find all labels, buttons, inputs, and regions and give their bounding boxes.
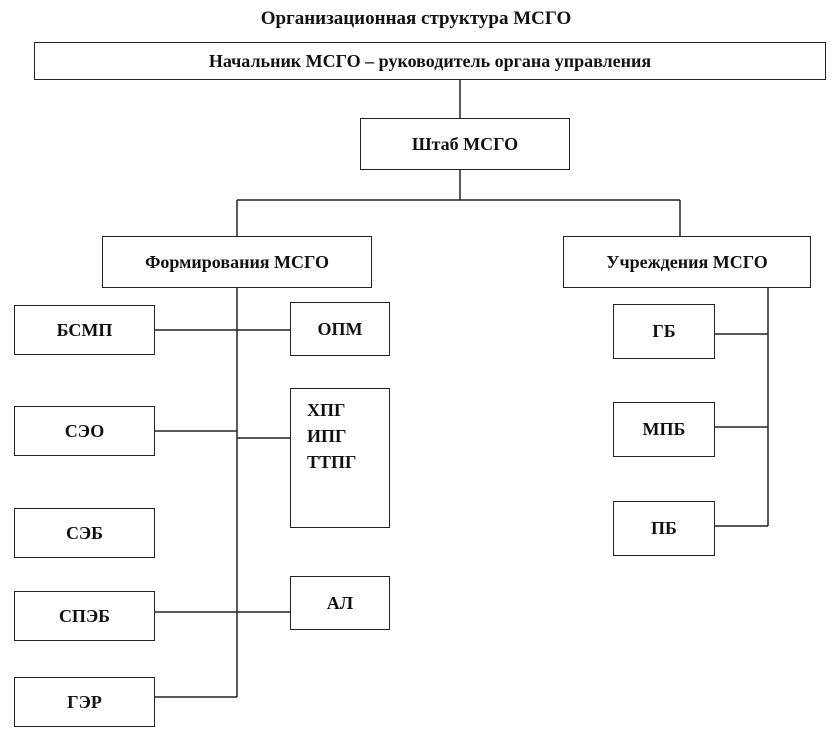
node-group-line-1: ХПГ (307, 400, 346, 420)
node-group-line-3: ТТПГ (307, 452, 357, 472)
node-institutions: Учреждения МСГО (563, 236, 811, 288)
node-gb: ГБ (613, 304, 715, 359)
node-opm: ОПМ (290, 302, 390, 356)
node-seo: СЭО (14, 406, 155, 456)
node-bsmp: БСМП (14, 305, 155, 355)
node-head: Начальник МСГО – руководитель органа упр… (34, 42, 826, 80)
node-group: ХПГ ИПГ ТТПГ (290, 388, 390, 528)
node-ger: ГЭР (14, 677, 155, 727)
node-seb: СЭБ (14, 508, 155, 558)
node-staff: Штаб МСГО (360, 118, 570, 170)
node-group-line-2: ИПГ (307, 426, 347, 446)
node-pb: ПБ (613, 501, 715, 556)
node-al: АЛ (290, 576, 390, 630)
node-formations: Формирования МСГО (102, 236, 372, 288)
diagram-title: Организационная структура МСГО (260, 8, 572, 29)
node-mpb: МПБ (613, 402, 715, 457)
node-speb: СПЭБ (14, 591, 155, 641)
